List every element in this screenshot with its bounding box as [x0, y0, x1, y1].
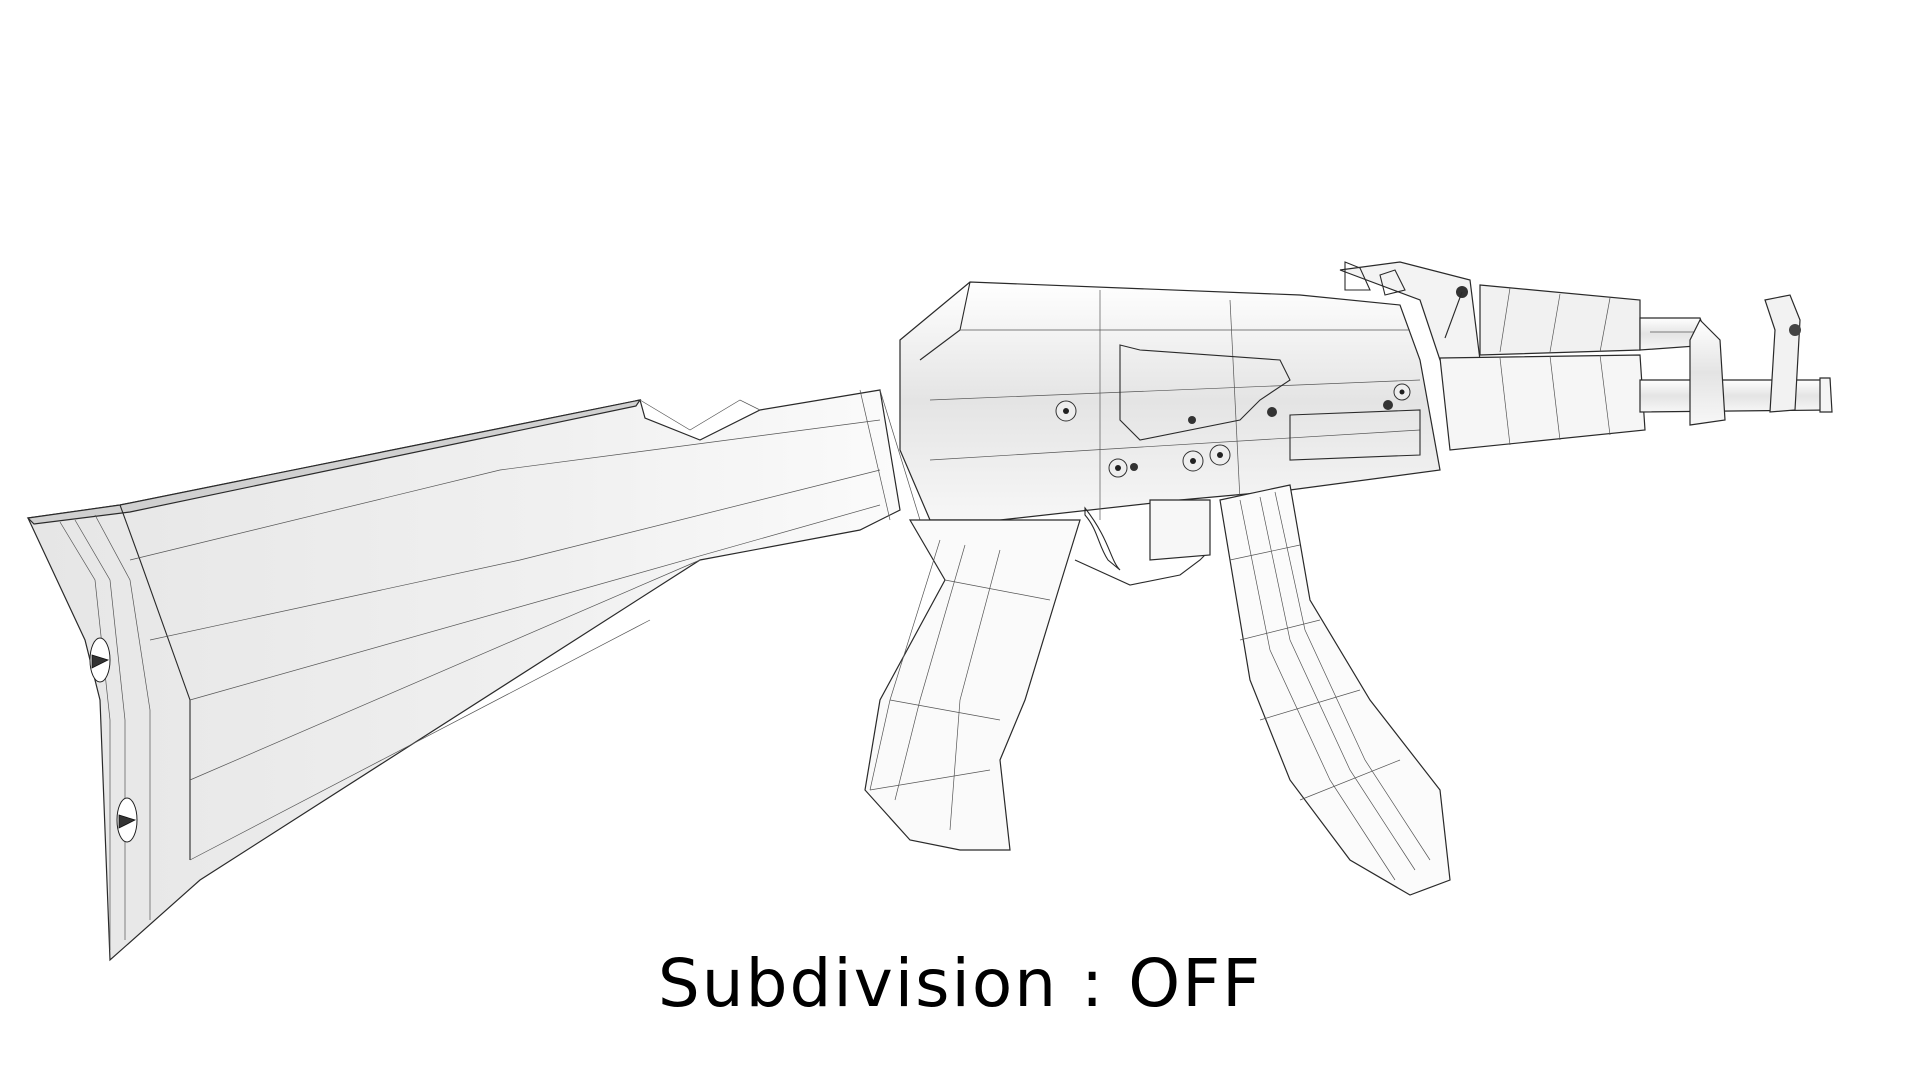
pistol-grip [864, 519, 1081, 851]
trigger-group [1074, 499, 1211, 586]
barrel [1639, 379, 1831, 413]
barrel-assembly [1639, 294, 1833, 426]
subdivision-caption: Subdivision : OFF [657, 945, 1263, 1022]
ejection-port [1289, 409, 1421, 461]
buttplate-screw-lower [116, 797, 138, 843]
stock [26, 389, 921, 962]
magazine-release [1149, 499, 1211, 561]
receiver [899, 281, 1441, 536]
handguard [1439, 284, 1646, 451]
magazine [1219, 484, 1451, 896]
buttplate-screw-upper [89, 637, 111, 683]
front-sight [1764, 294, 1801, 413]
gas-block [1689, 318, 1726, 426]
